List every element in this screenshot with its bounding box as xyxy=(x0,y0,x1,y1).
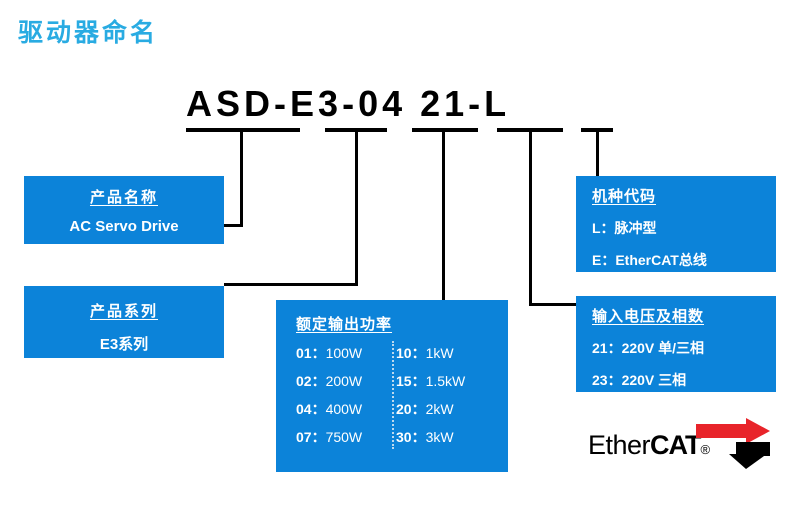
model-segment-voltage: 21 xyxy=(420,83,469,124)
box-input-voltage-phase: 输入电压及相数 21：220V 单/三相 23：220V 三相 xyxy=(576,296,776,392)
box-machine-code-option-l: L：脉冲型 xyxy=(592,220,657,236)
power-code: 15： xyxy=(396,373,426,389)
power-code: 10： xyxy=(396,345,426,361)
leader-voltage-vertical xyxy=(529,130,532,306)
box-rated-output-power: 额定输出功率 01：100W 10：1kW 02：200W 15：1.5kW 0… xyxy=(276,300,508,472)
leader-voltage-horizontal xyxy=(529,303,579,306)
power-code: 07： xyxy=(296,429,326,445)
model-segment-power: 04 xyxy=(358,83,407,124)
power-row-left-1: 01：100W xyxy=(296,343,396,363)
underline-power xyxy=(412,128,478,132)
model-number: ASD-E3-04 21-L xyxy=(186,86,510,122)
power-table: 01：100W 10：1kW 02：200W 15：1.5kW 04：400W … xyxy=(296,341,508,449)
power-row-left-4: 07：750W xyxy=(296,427,396,447)
box-machine-code: 机种代码 L：脉冲型 E：EtherCAT总线 xyxy=(576,176,776,272)
leader-family-horizontal xyxy=(224,283,358,286)
box-input-voltage-option-21: 21：220V 单/三相 xyxy=(592,340,705,356)
power-row-right-3: 20：2kW xyxy=(396,399,496,419)
power-row-right-4: 30：3kW xyxy=(396,427,496,447)
box-product-name-title: 产品名称 xyxy=(89,189,158,206)
ethercat-text-ether: Ether xyxy=(588,430,651,460)
model-dash-1: - xyxy=(274,83,291,124)
model-dash-3: - xyxy=(468,83,485,124)
power-value: 200W xyxy=(325,373,363,389)
page-title: 驱动器命名 xyxy=(18,19,159,47)
model-segment-series: ASD xyxy=(186,83,275,124)
box-product-name-value: AC Servo Drive xyxy=(69,218,179,235)
power-value: 3kW xyxy=(425,429,454,445)
power-code: 02： xyxy=(296,373,326,389)
power-row-right-1: 10：1kW xyxy=(396,343,496,363)
model-segment-family: E3 xyxy=(290,83,343,124)
box-product-name: 产品名称 AC Servo Drive xyxy=(24,176,224,244)
power-code: 20： xyxy=(396,401,426,417)
power-code: 01： xyxy=(296,345,326,361)
box-product-series-value: E3系列 xyxy=(99,336,149,353)
power-code: 30： xyxy=(396,429,426,445)
power-value: 1.5kW xyxy=(425,373,466,389)
model-segment-machine-code: L xyxy=(484,83,511,124)
leader-family-vertical xyxy=(355,130,358,286)
power-code: 04： xyxy=(296,401,326,417)
underline-series xyxy=(186,128,300,132)
box-machine-code-title: 机种代码 xyxy=(592,188,657,205)
box-product-series-title: 产品系列 xyxy=(89,303,158,320)
ethercat-text-cat: CAT xyxy=(650,430,701,460)
ethercat-wordmark: EtherCAT® xyxy=(588,432,710,459)
power-row-left-2: 02：200W xyxy=(296,371,396,391)
power-value: 400W xyxy=(325,401,363,417)
power-row-right-2: 15：1.5kW xyxy=(396,371,496,391)
box-input-voltage-option-23: 23：220V 三相 xyxy=(592,372,687,388)
registered-mark-icon: ® xyxy=(700,442,711,457)
power-column-divider xyxy=(392,341,394,449)
power-value: 2kW xyxy=(425,401,454,417)
ethercat-logo: EtherCAT® xyxy=(588,418,770,474)
leader-power-vertical xyxy=(442,130,445,302)
box-product-series: 产品系列 E3系列 xyxy=(24,286,224,358)
box-rated-output-power-title: 额定输出功率 xyxy=(296,316,393,333)
power-value: 1kW xyxy=(425,345,454,361)
power-value: 100W xyxy=(325,345,363,361)
model-space xyxy=(406,83,420,124)
ethercat-arrows-icon xyxy=(696,418,770,469)
leader-series-horizontal xyxy=(224,224,243,227)
power-value: 750W xyxy=(325,429,363,445)
leader-machine-code-vertical xyxy=(596,130,599,178)
box-machine-code-option-e: E：EtherCAT总线 xyxy=(592,252,707,268)
power-row-left-3: 04：400W xyxy=(296,399,396,419)
model-dash-2: - xyxy=(342,83,359,124)
leader-series-vertical xyxy=(240,130,243,226)
box-input-voltage-phase-title: 输入电压及相数 xyxy=(592,308,705,325)
